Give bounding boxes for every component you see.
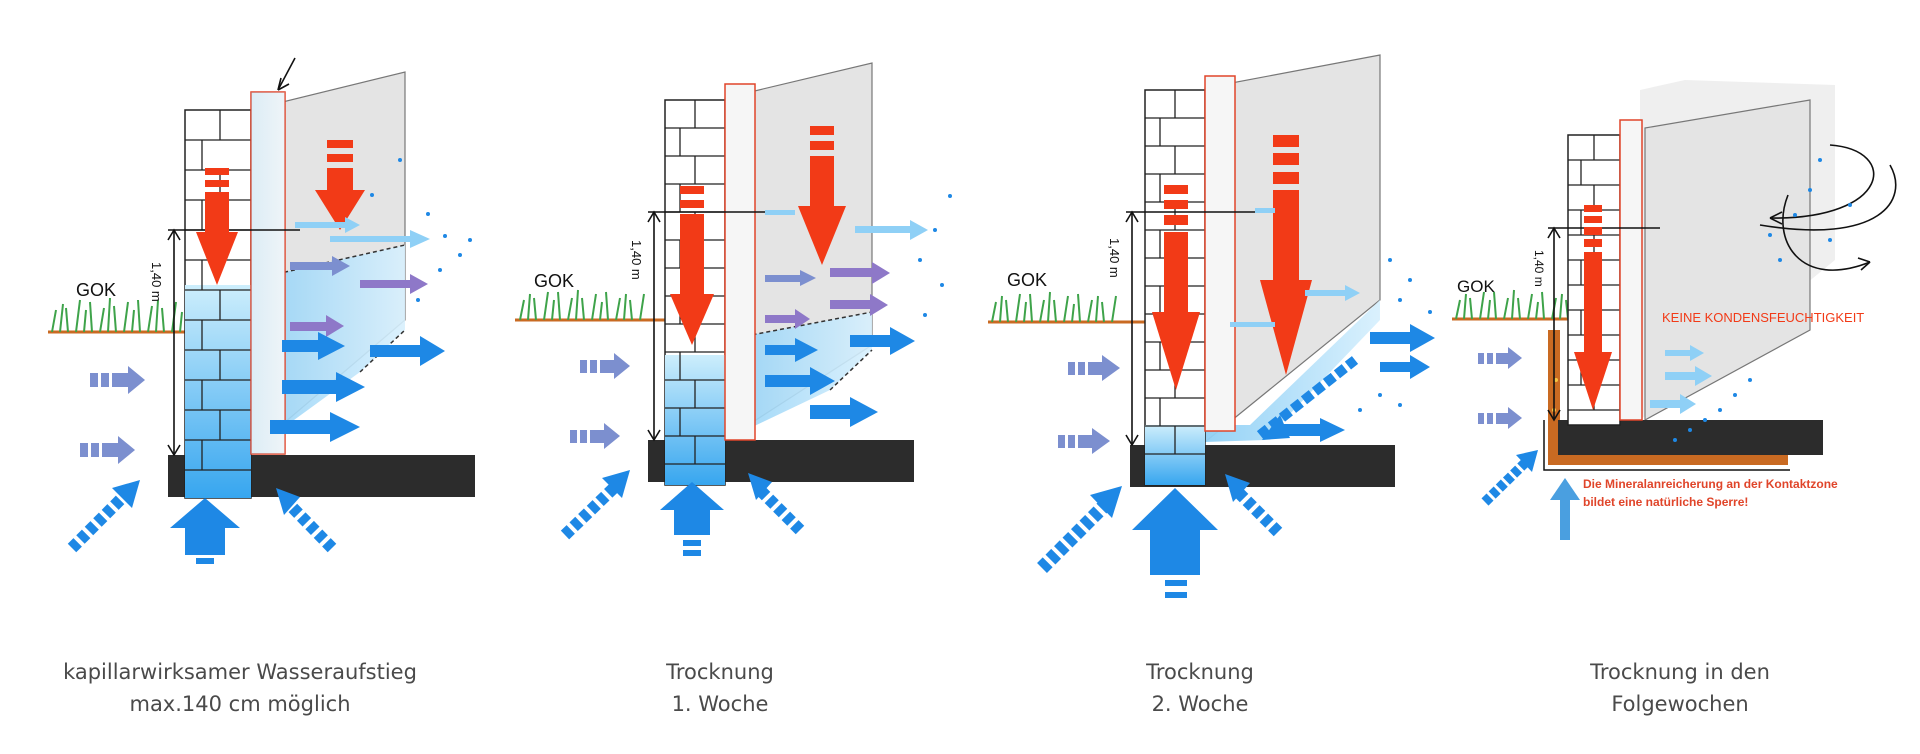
no-condensation-label: KEINE KONDENSFEUCHTIGKEIT xyxy=(1662,310,1864,325)
caption-line-2: 1. Woche xyxy=(671,692,769,716)
height-marker-label: 1,40 m xyxy=(1532,250,1546,287)
caption-panel-2: Trocknung 1. Woche xyxy=(480,656,960,720)
height-marker-label: 1,40 m xyxy=(149,262,164,302)
panel-capillary-rise: GOK 1,40 m xyxy=(0,0,480,754)
caption-line-2: Folgewochen xyxy=(1611,692,1749,716)
caption-line-1: Trocknung xyxy=(1146,660,1254,684)
red-down-arrow-icon xyxy=(196,140,365,285)
grass-icon xyxy=(1455,289,1569,320)
caption-panel-1: kapillarwirksamer Wasseraufstieg max.140… xyxy=(0,656,480,720)
panel-drying-following-weeks: GOK 1,40 m xyxy=(1440,0,1920,754)
caption-panel-4: Trocknung in den Folgewochen xyxy=(1440,656,1920,720)
height-marker-icon xyxy=(167,228,300,457)
panel-drying-week-2: GOK 1,40 m xyxy=(960,0,1440,754)
red-down-arrow-icon xyxy=(1574,205,1612,410)
diagram-drying-week-2: GOK 1,40 m xyxy=(988,54,1435,598)
side-moisture-arrows-icon xyxy=(80,366,145,464)
diagram-drying-following-weeks: GOK 1,40 m xyxy=(1452,80,1897,540)
mineral-note-line-1: Die Mineralanreicherung an der Kontaktzo… xyxy=(1583,477,1838,491)
height-marker-icon xyxy=(1125,210,1260,447)
groundwater-arrows-icon xyxy=(67,480,337,564)
grass-icon xyxy=(51,297,183,333)
caption-line-1: Trocknung xyxy=(666,660,774,684)
gok-label: GOK xyxy=(534,271,574,291)
groundwater-arrows-icon xyxy=(1481,450,1580,540)
groundwater-arrows-icon xyxy=(560,470,805,556)
caption-line-2: max.140 cm möglich xyxy=(129,692,351,716)
panel-drying-week-1: GOK 1,40 m xyxy=(480,0,960,754)
caption-line-1: Trocknung in den xyxy=(1590,660,1770,684)
gok-label: GOK xyxy=(1007,270,1047,290)
evaporation-arrows-icon xyxy=(270,217,445,442)
height-marker-icon xyxy=(1547,226,1660,422)
air-circulation-arrows-icon xyxy=(1759,144,1897,271)
groundwater-arrows-icon xyxy=(1037,474,1283,598)
gok-label: GOK xyxy=(1457,277,1495,296)
caption-panel-3: Trocknung 2. Woche xyxy=(960,656,1440,720)
red-down-arrow-icon xyxy=(670,126,846,345)
caption-line-2: 2. Woche xyxy=(1151,692,1249,716)
caption-line-1: kapillarwirksamer Wasseraufstieg xyxy=(63,660,417,684)
evaporation-arrows-icon xyxy=(1230,208,1435,442)
side-moisture-arrows-icon xyxy=(570,353,630,449)
mineral-note-line-2: bildet eine natürliche Sperre! xyxy=(1583,495,1748,509)
height-marker-label: 1,40 m xyxy=(629,240,644,280)
grass-icon xyxy=(519,289,645,321)
height-marker-label: 1,40 m xyxy=(1107,238,1122,278)
gok-label: GOK xyxy=(76,280,116,300)
side-moisture-arrows-icon xyxy=(1478,347,1522,429)
height-marker-icon xyxy=(647,210,780,442)
red-down-arrow-icon xyxy=(1152,135,1312,390)
grass-icon xyxy=(991,291,1117,323)
side-moisture-arrows-icon xyxy=(1058,355,1120,454)
diagram-capillary-rise: GOK 1,40 m xyxy=(48,57,475,564)
diagram-drying-week-1: GOK 1,40 m xyxy=(515,62,952,556)
evaporation-arrows-icon xyxy=(765,210,928,427)
evaporation-arrows-icon xyxy=(1650,345,1712,414)
